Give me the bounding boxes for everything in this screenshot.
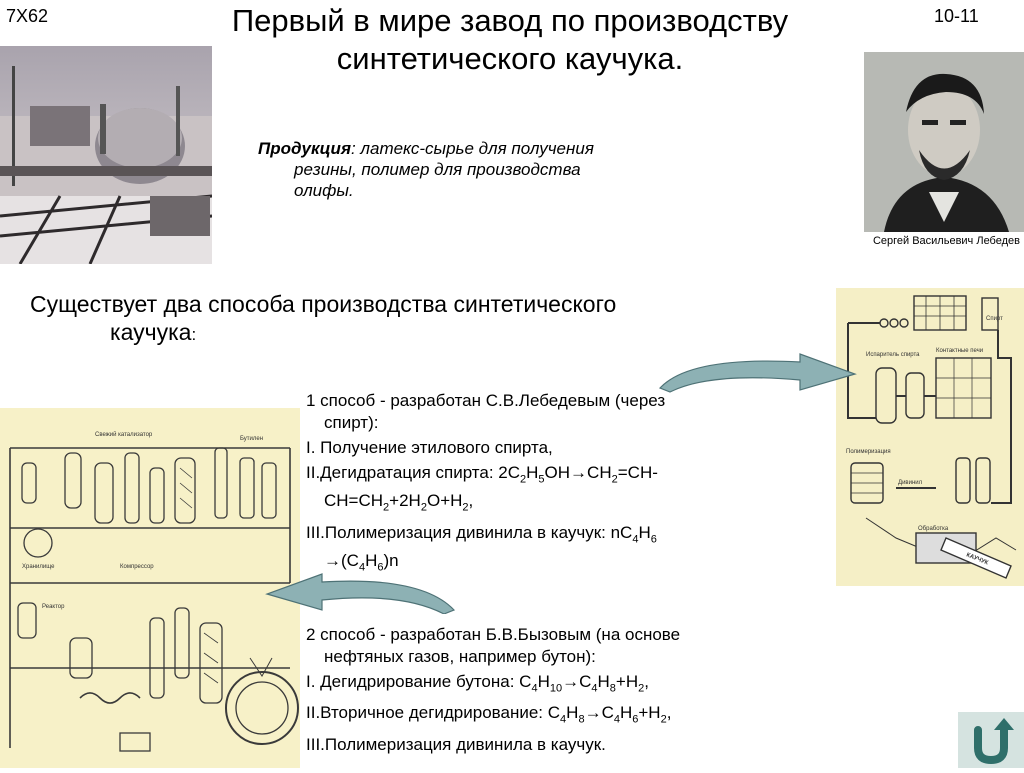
diagram-left-label-5: Хранилище bbox=[22, 564, 55, 570]
page-number: 10-11 bbox=[934, 6, 979, 26]
method1-step-2: II.Дегидратация спирта: 2C2H5OH→CH2=CH-C… bbox=[306, 463, 658, 514]
method1-head-1: 1 способ - разработан С.В.Лебедевым (чер… bbox=[306, 391, 666, 410]
method2-step-1: I. Дегидрирование бутона: C4H10→C4H8+H2, bbox=[306, 672, 649, 695]
lebedev-portrait bbox=[864, 52, 1024, 232]
intro-heading: Существует два способа производства синт… bbox=[30, 290, 810, 349]
intro-line-1: Существует два способа производства синт… bbox=[30, 291, 617, 317]
diagram-right-label-3: Контактные печи bbox=[936, 348, 983, 354]
method2-head-1: 2 способ - разработан Б.В.Бызовым (на ос… bbox=[306, 625, 681, 644]
slide-code: 7X62 bbox=[6, 6, 49, 26]
diagram-right-label-2: Испаритель спирта bbox=[866, 352, 920, 358]
return-icon bbox=[974, 718, 1014, 765]
intro-line-2: каучука bbox=[110, 319, 192, 345]
intro-colon: : bbox=[191, 325, 197, 344]
product-text-2: резины, полимер для производства bbox=[294, 160, 581, 179]
diagram-left-label-2: Компрессор bbox=[120, 564, 154, 570]
diagram-right-label-1: Спирт bbox=[986, 316, 1003, 322]
product-text-3: олифы. bbox=[294, 181, 354, 200]
process-diagram-byzov: Свежий катализатор Компрессор Бутилен Ре… bbox=[0, 408, 300, 768]
diagram-right-label-5: Дивинил bbox=[898, 480, 923, 486]
diagram-right-label-6: Обработка bbox=[918, 526, 949, 532]
title-line-1: Первый в мире завод по производству bbox=[231, 3, 789, 38]
method2-head-2: нефтяных газов, например бутон): bbox=[324, 647, 596, 666]
product-description: Продукция: латекс-сырье для получения ре… bbox=[258, 138, 728, 201]
method2-step-3: III.Полимеризация дивинила в каучук. bbox=[306, 734, 606, 754]
arrow-to-left-diagram bbox=[265, 573, 456, 614]
process-diagram-lebedev: Спирт Испаритель спирта Контактные печи … bbox=[836, 288, 1024, 586]
method-1: 1 способ - разработан С.В.Лебедевым (чер… bbox=[306, 390, 806, 582]
slide-title: Первый в мире завод по производству синт… bbox=[230, 2, 790, 78]
method1-step-1: I. Получение этилового спирта, bbox=[306, 438, 553, 457]
diagram-left-label-3: Бутилен bbox=[240, 436, 263, 442]
product-label: Продукция bbox=[258, 139, 351, 158]
method2-step-2-text: II.Вторичное дегидрирование: C bbox=[306, 703, 561, 723]
method1-head-2: спирт): bbox=[324, 413, 379, 432]
diagram-left-label-1: Свежий катализатор bbox=[95, 431, 153, 438]
method1-step-2-text: II.Дегидратация спирта: 2C bbox=[306, 463, 521, 482]
method1-step-3: III.Полимеризация дивинила в каучук: nC4… bbox=[306, 522, 657, 574]
diagram-right-label-4: Полимеризация bbox=[846, 449, 891, 455]
diagram-left-label-4: Реактор bbox=[42, 604, 65, 610]
arrow-to-right-diagram bbox=[658, 353, 857, 393]
method2-step-2: II.Вторичное дегидрирование: C4H8→C4H6+H… bbox=[306, 703, 672, 726]
factory-photo bbox=[0, 46, 212, 264]
method2-step-1-text: I. Дегидрирование бутона: C bbox=[306, 672, 532, 691]
method1-step-3-text: III.Полимеризация дивинила в каучук: nC bbox=[306, 522, 633, 542]
return-button[interactable] bbox=[958, 712, 1024, 768]
product-text-1: : латекс-сырье для получения bbox=[350, 139, 594, 158]
portrait-caption: Сергей Васильевич Лебедев bbox=[872, 235, 1020, 247]
method-2: 2 способ - разработан Б.В.Бызовым (на ос… bbox=[306, 624, 826, 759]
title-line-2: синтетического каучука. bbox=[336, 41, 684, 76]
